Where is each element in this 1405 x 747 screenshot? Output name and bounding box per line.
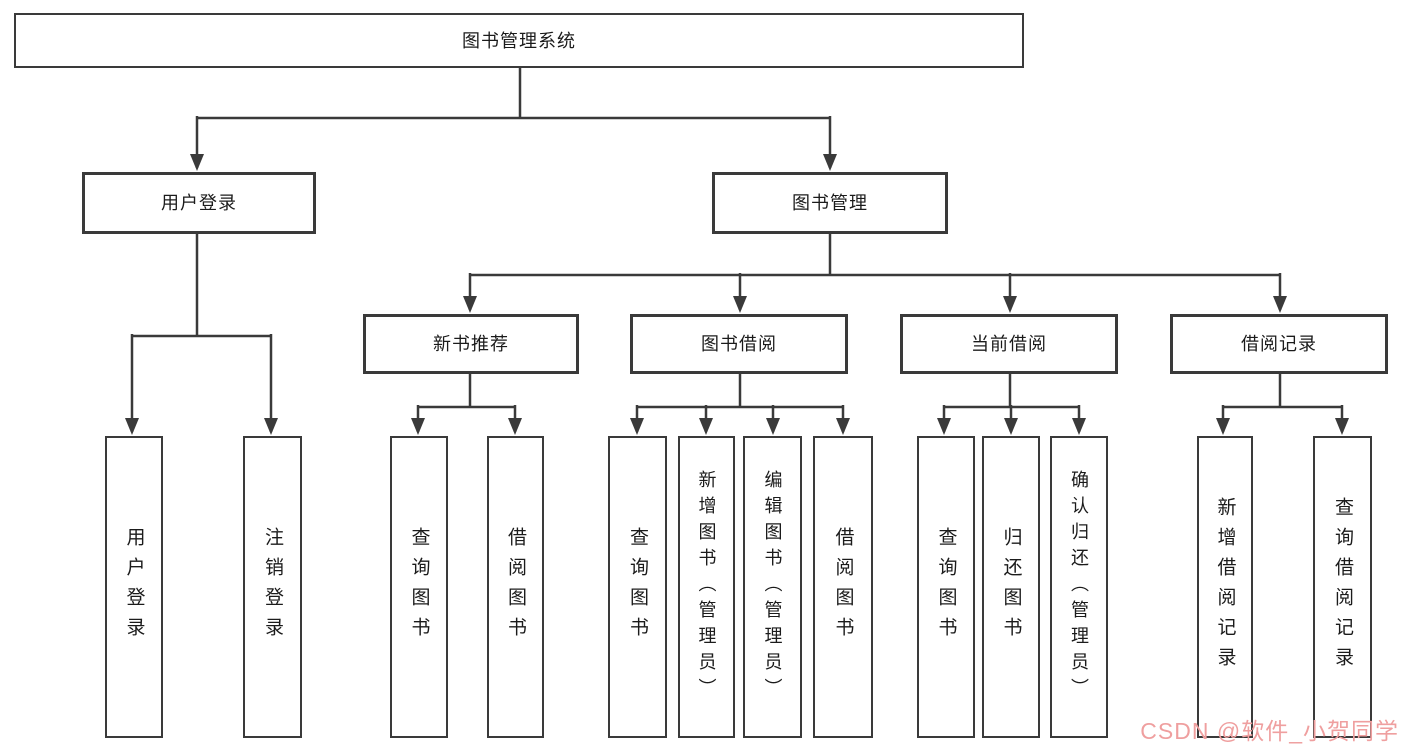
leaf-query-books-borrowing: 查询图书 bbox=[608, 436, 667, 738]
node-current-borrowing: 当前借阅 bbox=[900, 314, 1118, 374]
leaf-query-books-recommend: 查询图书 bbox=[390, 436, 448, 738]
node-book-borrowing: 图书借阅 bbox=[630, 314, 848, 374]
node-new-book-recommend: 新书推荐 bbox=[363, 314, 579, 374]
node-user-login: 用户登录 bbox=[82, 172, 316, 234]
leaf-borrow-books-recommend: 借阅图书 bbox=[487, 436, 544, 738]
node-book-management: 图书管理 bbox=[712, 172, 948, 234]
leaf-user-login: 用户登录 bbox=[105, 436, 163, 738]
leaf-logout: 注销登录 bbox=[243, 436, 302, 738]
leaf-return-books: 归还图书 bbox=[982, 436, 1040, 738]
leaf-query-books-current: 查询图书 bbox=[917, 436, 975, 738]
leaf-confirm-return-admin: 确认归还（管理员） bbox=[1050, 436, 1108, 738]
leaf-query-borrow-record: 查询借阅记录 bbox=[1313, 436, 1372, 738]
node-borrowing-records: 借阅记录 bbox=[1170, 314, 1388, 374]
leaf-borrow-books-borrowing: 借阅图书 bbox=[813, 436, 873, 738]
leaf-add-borrow-record: 新增借阅记录 bbox=[1197, 436, 1253, 738]
leaf-edit-books-admin: 编辑图书（管理员） bbox=[743, 436, 802, 738]
node-library-management-system: 图书管理系统 bbox=[14, 13, 1024, 68]
leaf-add-books-admin: 新增图书（管理员） bbox=[678, 436, 735, 738]
